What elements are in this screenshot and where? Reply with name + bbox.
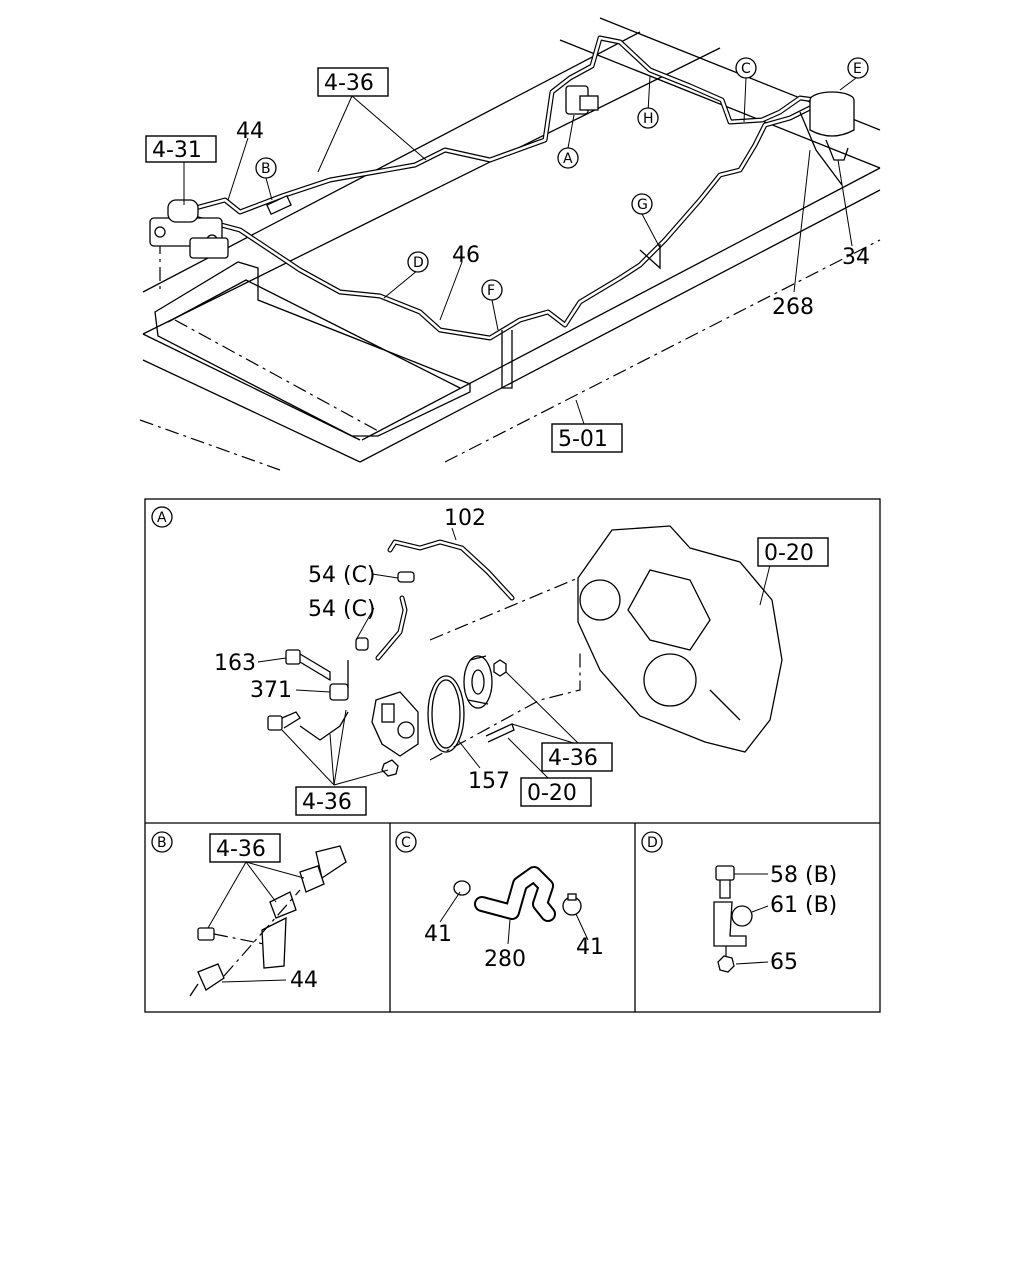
circle-letter-c-top: C (741, 61, 751, 77)
panel-a: A (151, 506, 783, 786)
ref-4-31: 4-31 (152, 138, 202, 163)
ref-box-0-20-top (757, 537, 829, 567)
panel-d-marker (641, 831, 663, 853)
part-61b: 61 (B) (770, 893, 837, 918)
circle-marker-f-top (481, 279, 503, 301)
panel-c-marker (395, 831, 417, 853)
part-41-left: 41 (424, 922, 452, 947)
part-102: 102 (444, 506, 486, 531)
part-34: 34 (842, 245, 870, 270)
top-callouts: 4-36 4-31 44 46 34 268 5-01 A B C D E F … (145, 57, 870, 453)
panel-a-marker (151, 506, 173, 528)
panel-a-marker-letter: A (157, 510, 167, 526)
part-65: 65 (770, 950, 798, 975)
part-371: 371 (250, 678, 292, 703)
ref-box-4-31 (145, 135, 217, 163)
panel-d-marker-letter: D (647, 835, 658, 851)
circle-marker-e-top (847, 57, 869, 79)
part-44-b: 44 (290, 968, 318, 993)
ref-box-0-20-bottom (520, 777, 592, 807)
part-54c-upper: 54 (C) (308, 563, 376, 588)
part-44-top: 44 (236, 119, 264, 144)
ref-box-4-36-bottom (295, 786, 367, 816)
circle-marker-h-top (637, 107, 659, 129)
panel-a-callouts: 102 54 (C) 54 (C) 163 371 157 0-20 4-36 … (214, 506, 829, 816)
ref-0-20-bottom: 0-20 (527, 781, 577, 806)
frame-overview (139, 17, 881, 471)
circle-letter-g-top: G (637, 197, 648, 213)
circle-marker-c-top (735, 57, 757, 79)
panel-c-marker-letter: C (401, 835, 411, 851)
circle-marker-d-top (407, 251, 429, 273)
circle-letter-h-top: H (643, 111, 654, 127)
panel-b-marker (151, 831, 173, 853)
ref-4-36-right: 4-36 (548, 746, 598, 771)
ref-box-5-01 (551, 423, 623, 453)
panel-b: B 4-36 44 (151, 831, 347, 997)
part-58b: 58 (B) (770, 863, 837, 888)
circle-marker-b-top (255, 157, 277, 179)
ref-5-01: 5-01 (558, 427, 608, 452)
circle-letter-a-top: A (563, 151, 573, 167)
ref-box-4-36-right (541, 742, 613, 772)
panel-b-marker-letter: B (157, 835, 167, 851)
panel-d: D 58 (B) 61 (B) 65 (641, 831, 837, 975)
part-280: 280 (484, 947, 526, 972)
ref-box-4-36-top (317, 67, 389, 97)
part-157: 157 (468, 769, 510, 794)
circle-letter-e-top: E (853, 61, 862, 77)
part-163: 163 (214, 651, 256, 676)
ref-0-20-top: 0-20 (764, 541, 814, 566)
fuel-pipe-46 (192, 105, 821, 341)
circle-letter-d-top: D (413, 255, 424, 271)
circle-letter-f-top: F (487, 283, 495, 299)
ref-4-36-bottom: 4-36 (302, 790, 352, 815)
circle-marker-a-top (557, 147, 579, 169)
part-268: 268 (772, 295, 814, 320)
circle-letter-b-top: B (261, 161, 271, 177)
ref-4-36-top: 4-36 (324, 71, 374, 96)
part-54c-lower: 54 (C) (308, 597, 376, 622)
panel-c: C 41 280 41 (395, 831, 604, 972)
fuel-pipe-44 (185, 35, 818, 215)
ref-4-36-b: 4-36 (216, 837, 266, 862)
circle-marker-g-top (631, 193, 653, 215)
detail-panels (144, 498, 881, 1013)
part-46: 46 (452, 243, 480, 268)
ref-box-4-36-b (209, 833, 281, 863)
part-41-right: 41 (576, 935, 604, 960)
